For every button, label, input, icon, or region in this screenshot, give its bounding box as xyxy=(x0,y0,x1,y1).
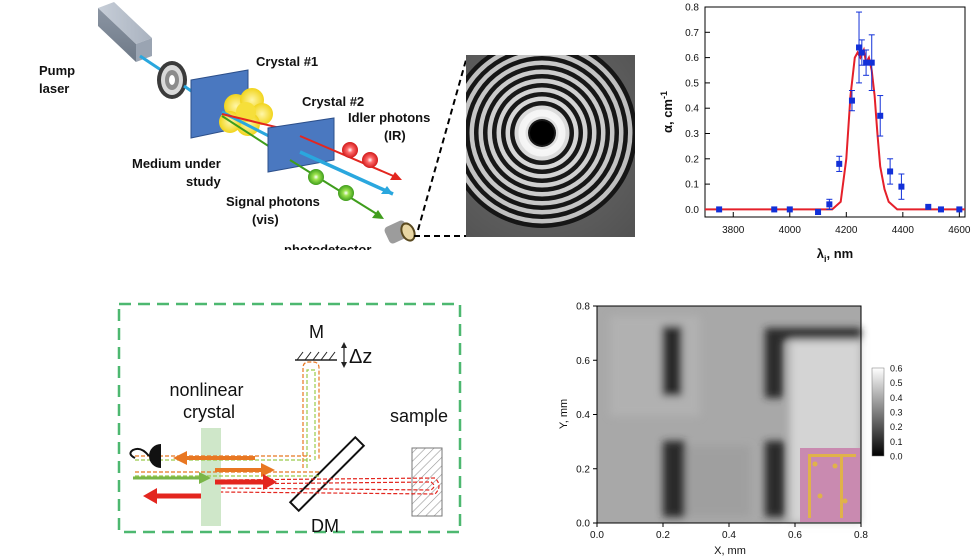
y-tick-label: 0.2 xyxy=(576,464,590,475)
mirror-m xyxy=(295,351,337,361)
data-point xyxy=(887,168,894,175)
y-tick-label: 0.6 xyxy=(576,356,590,367)
mirror-label: M xyxy=(309,322,324,342)
interference-image xyxy=(466,55,635,237)
y-tick-label: 0.2 xyxy=(685,154,699,165)
data-point xyxy=(925,203,932,210)
x-tick-label: 0.4 xyxy=(722,530,736,541)
interferometer-schematic: M Δz DM nonlinear crystal sample xyxy=(117,302,462,536)
orange-arrow-right xyxy=(215,463,275,477)
transmission-map: 0.0 0.2 0.4 0.6 0.8 0.0 0.2 0.4 0.6 0.8 0.6 0.5 0.4… xyxy=(558,302,903,558)
x-axis-label: X, mm xyxy=(714,545,746,557)
data-point xyxy=(858,49,865,56)
y-tick-label: 0.6 xyxy=(685,53,699,64)
y-tick-label: 0.5 xyxy=(685,78,699,89)
y-tick-label: 0.4 xyxy=(685,104,699,115)
colorbar-tick-label: 0.5 xyxy=(890,378,903,388)
colorbar-tick-label: 0.6 xyxy=(890,364,903,374)
inset-photo xyxy=(800,448,860,522)
plot-frame xyxy=(704,6,966,218)
data-point xyxy=(877,112,884,119)
data-point xyxy=(836,160,843,167)
green-arrow-right xyxy=(133,472,211,484)
data-point xyxy=(826,201,833,208)
detector-icon xyxy=(129,444,161,468)
data-point xyxy=(937,206,944,213)
signal-photon xyxy=(308,169,324,185)
data-point xyxy=(863,59,870,66)
data-point xyxy=(956,206,963,213)
dichroic-mirror xyxy=(288,435,366,513)
data-point xyxy=(771,206,778,213)
idler-photon xyxy=(362,152,378,168)
data-point xyxy=(868,59,875,66)
y-tick-label: 0.8 xyxy=(685,3,699,14)
signal-label: Signal photons (vis) xyxy=(226,194,324,227)
signal-beam xyxy=(289,159,381,217)
setup-diagram: Pump laser Crystal #1 Crystal #2 Medium … xyxy=(39,2,467,250)
crystal-label: nonlinear crystal xyxy=(169,380,248,422)
idler-path-to-sample xyxy=(220,477,440,495)
data-point xyxy=(815,208,822,215)
crystal-1-label: Crystal #1 xyxy=(256,54,318,69)
colorbar xyxy=(871,367,885,457)
idler-photon xyxy=(342,142,358,158)
data-point xyxy=(848,97,855,104)
y-tick-label: 0.4 xyxy=(576,410,590,421)
medium-label: Medium under study xyxy=(132,156,224,189)
x-tick-label: 4400 xyxy=(892,225,915,236)
x-tick-label: 0.2 xyxy=(656,530,670,541)
x-tick-label: 0.0 xyxy=(590,530,604,541)
y-tick-label: 0.7 xyxy=(685,28,699,39)
signal-photon xyxy=(338,185,354,201)
delta-z-arrow xyxy=(341,342,347,368)
dm-label: DM xyxy=(311,516,339,536)
x-tick-label: 0.6 xyxy=(788,530,802,541)
x-tick-label: 4000 xyxy=(779,225,802,236)
colorbar-tick-label: 0.2 xyxy=(890,422,903,432)
x-axis-label: λi, nm xyxy=(817,246,853,264)
x-tick-label: 4600 xyxy=(948,225,971,236)
idler-label: Idler photons (IR) xyxy=(348,110,434,143)
y-tick-label: 0.8 xyxy=(576,302,590,313)
y-tick-label: 0.0 xyxy=(685,205,699,216)
colorbar-tick-label: 0.0 xyxy=(890,452,903,462)
data-point xyxy=(786,206,793,213)
photodetector-icon xyxy=(384,220,416,244)
x-tick-label: 0.8 xyxy=(854,530,868,541)
x-tick-label: 3800 xyxy=(722,225,745,236)
red-arrow-right xyxy=(215,474,277,490)
pump-laser-label: Pump laser xyxy=(39,63,79,96)
delta-z-label: Δz xyxy=(349,346,372,368)
data-point xyxy=(898,183,905,190)
y-axis-label: Y, mm xyxy=(558,399,570,429)
nonlinear-crystal xyxy=(201,428,221,526)
crystal-2-label: Crystal #2 xyxy=(302,94,364,109)
idler-path-vertical xyxy=(302,361,320,468)
absorption-chart: 3800 4000 4200 4400 4600 0.0 0.1 0.2 0.3 0.4 0.5 0.… xyxy=(659,3,971,265)
pump-out-beam xyxy=(299,150,394,196)
colorbar-tick-label: 0.3 xyxy=(890,408,903,418)
sample-label: sample xyxy=(390,406,448,426)
y-tick-label: 0.0 xyxy=(576,519,590,530)
orange-arrow-left xyxy=(173,451,255,465)
x-tick-label: 4200 xyxy=(835,225,858,236)
data-point xyxy=(716,206,723,213)
red-arrow-left xyxy=(143,488,201,504)
data-point xyxy=(856,44,863,51)
colorbar-tick-label: 0.4 xyxy=(890,393,903,403)
pump-laser-box xyxy=(98,2,152,62)
y-tick-label: 0.1 xyxy=(685,180,699,191)
colorbar-tick-label: 0.1 xyxy=(890,437,903,447)
y-axis-label: α, cm-1 xyxy=(659,91,675,133)
photodetector-label: photodetector xyxy=(284,242,371,250)
lens xyxy=(157,61,187,99)
y-tick-label: 0.3 xyxy=(685,129,699,140)
